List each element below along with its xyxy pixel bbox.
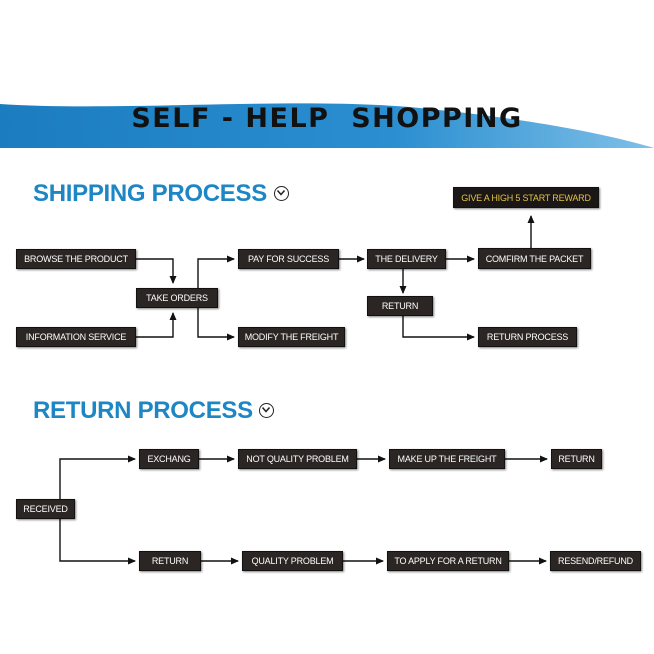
- arrow-received-to-exchang: [59, 455, 136, 500]
- shipping-process-title: SHIPPING PROCESS: [33, 180, 267, 207]
- node-return-start: RETURN: [139, 551, 201, 571]
- node-return: RETURN: [367, 296, 433, 316]
- node-confirm-packet: COMFIRM THE PACKET: [478, 248, 591, 269]
- node-return-process: RETURN PROCESS: [478, 327, 577, 347]
- node-not-quality-problem: NOT QUALITY PROBLEM: [238, 449, 357, 469]
- node-browse-product: BROWSE THE PRODUCT: [16, 249, 136, 269]
- node-information-service: INFORMATION SERVICE: [16, 327, 136, 347]
- node-pay-for-success: PAY FOR SUCCESS: [238, 249, 339, 269]
- chevron-down-circle-icon: [259, 403, 274, 418]
- arrow-received-to-return: [59, 519, 136, 565]
- header-banner: [0, 103, 654, 148]
- arrow-take-to-modify: [197, 307, 235, 341]
- arrow-return-to-process: [402, 316, 475, 341]
- chevron-down-circle-icon: [274, 186, 289, 201]
- arrow-browse-to-take: [136, 258, 177, 284]
- node-make-up-freight: MAKE UP THE FREIGHT: [389, 449, 505, 469]
- arrow-take-to-pay: [197, 255, 235, 289]
- node-exchang: EXCHANG: [139, 449, 199, 469]
- node-the-delivery: THE DELIVERY: [367, 249, 446, 269]
- node-return-exchange-end: RETURN: [551, 449, 602, 469]
- node-quality-problem: QUALITY PROBLEM: [242, 551, 343, 571]
- node-modify-freight: MODIFY THE FREIGHT: [238, 327, 345, 347]
- node-reward: GIVE A HIGH 5 START REWARD: [453, 187, 599, 208]
- node-received: RECEIVED: [16, 499, 75, 519]
- banner-title: SELF - HELP SHOPPING: [131, 103, 523, 134]
- node-resend-refund: RESEND/REFUND: [550, 551, 641, 571]
- return-process-title: RETURN PROCESS: [33, 397, 253, 424]
- node-apply-for-return: TO APPLY FOR A RETURN: [387, 551, 509, 571]
- arrow-info-to-take: [136, 312, 177, 338]
- node-take-orders: TAKE ORDERS: [136, 288, 218, 308]
